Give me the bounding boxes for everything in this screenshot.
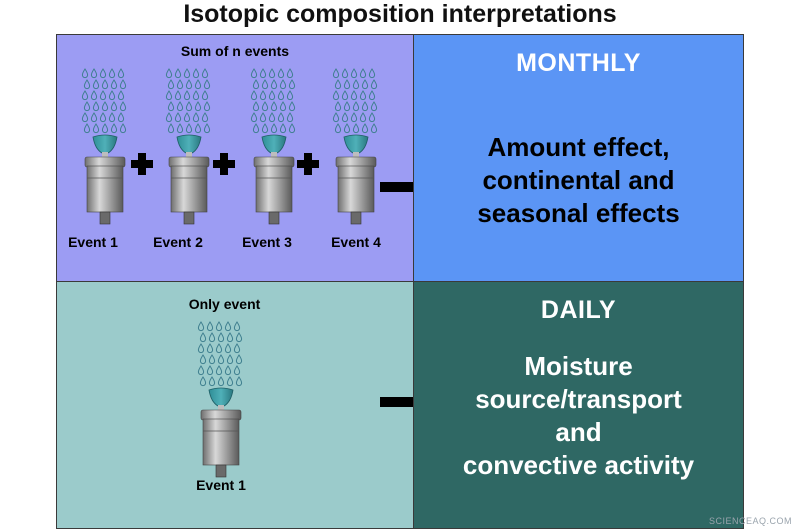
effects-line: source/transport: [475, 384, 682, 414]
monthly-caption: Sum of n events: [180, 43, 290, 59]
daily-caption: Only event: [188, 296, 261, 312]
plus-icon: [131, 153, 153, 175]
rain-gauge-icon: [165, 68, 211, 225]
funnel-icon: [176, 134, 202, 157]
effects-line: convective activity: [462, 450, 695, 480]
event-label: Event 1: [68, 234, 118, 250]
daily-interpretation-panel: DAILY Moisture source/transport and conv…: [413, 281, 744, 529]
rain-drops-icon: [332, 68, 378, 134]
rain-gauge-icon: [81, 68, 127, 225]
effects-line: Amount effect,: [487, 132, 670, 162]
effects-line: continental and: [482, 165, 675, 195]
effects-line: seasonal effects: [477, 198, 680, 228]
event-label: Event 4: [331, 234, 381, 250]
period-label-monthly: MONTHLY: [516, 49, 641, 77]
funnel-icon: [208, 387, 234, 410]
funnel-icon: [261, 134, 287, 157]
monthly-interpretation-panel: MONTHLY Amount effect, continental and s…: [413, 34, 744, 282]
diagram-title: Isotopic composition interpretations: [183, 0, 617, 28]
funnel-icon: [343, 134, 369, 157]
funnel-icon: [92, 134, 118, 157]
plus-icon: [297, 153, 319, 175]
effects-text-monthly: Amount effect, continental and seasonal …: [414, 131, 743, 230]
rain-drops-icon: [81, 68, 127, 134]
period-label-daily: DAILY: [540, 296, 617, 324]
plus-icon: [213, 153, 235, 175]
event-label: Event 3: [242, 234, 292, 250]
monthly-events-panel: Sum of n events Event 1 Event 2 Event 3 …: [56, 34, 454, 282]
effects-line: Moisture: [524, 351, 633, 381]
event-label: Event 2: [153, 234, 203, 250]
effects-line: and: [555, 417, 602, 447]
rain-drops-icon: [250, 68, 296, 134]
rain-drops-icon: [197, 321, 243, 387]
rain-drops-icon: [165, 68, 211, 134]
watermark: SCIENCEAQ.COM: [708, 516, 792, 526]
rain-gauge-icon: [250, 68, 296, 225]
daily-event-panel: Only event Event 1: [56, 281, 454, 529]
rain-gauge-icon: [197, 321, 243, 478]
event-label: Event 1: [196, 477, 246, 493]
rain-gauge-icon: [332, 68, 378, 225]
effects-text-daily: Moisture source/transport and convective…: [414, 350, 743, 482]
